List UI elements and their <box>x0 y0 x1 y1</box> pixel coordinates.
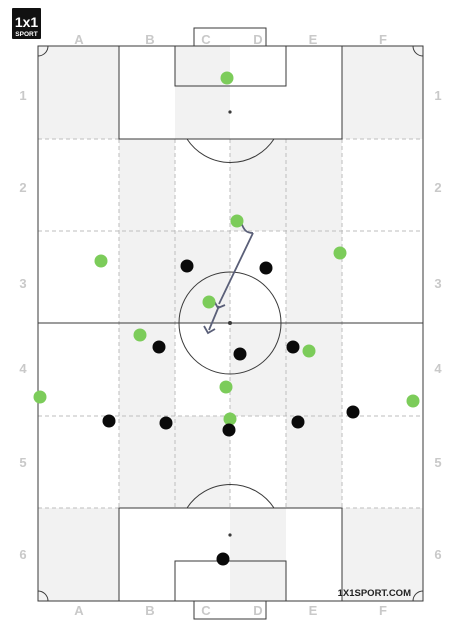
shaded-zone <box>230 508 286 601</box>
black-player-dot-icon <box>159 416 173 430</box>
row-label: 2 <box>434 180 441 195</box>
bottom-penalty-spot <box>228 533 232 537</box>
movement-arrow-icon <box>218 232 254 305</box>
row-label: 6 <box>434 547 441 562</box>
shaded-zone <box>119 139 175 231</box>
corner-arc <box>412 590 424 602</box>
row-label: 6 <box>19 547 26 562</box>
shaded-zone <box>119 416 175 508</box>
arrow-head-icon <box>203 325 216 335</box>
movement-arrow-icon <box>208 305 220 331</box>
corner-arc <box>37 590 49 602</box>
green-player-dot-icon <box>133 328 147 342</box>
row-label: 3 <box>19 276 26 291</box>
row-label: 1 <box>19 88 26 103</box>
black-player-dot-icon <box>180 259 194 273</box>
column-label: F <box>379 32 387 47</box>
center-circle <box>178 271 282 375</box>
column-label: E <box>309 32 318 47</box>
shaded-zone <box>38 46 119 139</box>
green-player-dot-icon <box>94 254 108 268</box>
shaded-zone <box>175 416 230 508</box>
shaded-zone <box>230 323 286 416</box>
bottom-goal <box>193 600 267 620</box>
column-label: A <box>74 32 84 47</box>
column-label: C <box>201 603 211 618</box>
logo-wordmark: SPORT <box>15 31 37 38</box>
row-label: 5 <box>19 455 26 470</box>
top-penalty-arc <box>186 138 275 164</box>
pitch-markings <box>37 27 424 620</box>
players-layer <box>33 71 420 566</box>
bottom-penalty-arc <box>186 483 275 509</box>
black-player-dot-icon <box>286 340 300 354</box>
green-player-dot-icon <box>333 246 347 260</box>
shaded-zone <box>342 508 423 601</box>
row-label: 2 <box>19 180 26 195</box>
green-player-dot-icon <box>302 344 316 358</box>
shaded-zone <box>175 231 230 323</box>
brand-url: 1X1SPORT.COM <box>338 588 411 599</box>
green-player-dot-icon <box>223 412 237 426</box>
brand-logo: 1x1 SPORT <box>12 8 41 39</box>
logo-badge <box>12 8 41 39</box>
green-player-dot-icon <box>33 390 47 404</box>
column-label: A <box>74 603 84 618</box>
black-player-dot-icon <box>152 340 166 354</box>
top-penalty-area <box>118 45 343 140</box>
green-player-dot-icon <box>220 71 234 85</box>
shaded-zone <box>38 508 119 601</box>
green-player-dot-icon <box>230 214 244 228</box>
column-label: B <box>145 603 154 618</box>
green-player-dot-icon <box>219 380 233 394</box>
column-labels-bottom: A B C D E F <box>74 603 387 618</box>
black-player-dot-icon <box>259 261 273 275</box>
row-labels-right: 1 2 3 4 5 6 <box>434 88 442 562</box>
center-spot <box>228 321 232 325</box>
shaded-zone <box>286 323 342 416</box>
corner-arc <box>412 45 424 57</box>
column-label: C <box>201 32 211 47</box>
pitch-shading <box>38 46 423 601</box>
black-player-dot-icon <box>233 347 247 361</box>
column-label: F <box>379 603 387 618</box>
shaded-zone <box>119 323 175 416</box>
column-label: E <box>309 603 318 618</box>
column-label: B <box>145 32 154 47</box>
black-player-dot-icon <box>216 552 230 566</box>
black-player-dot-icon <box>222 423 236 437</box>
row-label: 3 <box>434 276 441 291</box>
row-label: 5 <box>434 455 441 470</box>
column-label: D <box>253 32 262 47</box>
logo-mark: 1x1 <box>15 14 39 30</box>
green-player-dot-icon <box>406 394 420 408</box>
green-player-dot-icon <box>202 295 216 309</box>
shaded-zone <box>342 46 423 139</box>
row-labels-left: 1 2 3 4 5 6 <box>19 88 27 562</box>
shaded-zone <box>175 46 230 139</box>
black-player-dot-icon <box>102 414 116 428</box>
shaded-zone <box>119 231 175 323</box>
row-label: 1 <box>434 88 441 103</box>
column-labels-top: A B C D E F <box>74 32 387 47</box>
black-player-dot-icon <box>291 415 305 429</box>
column-label: D <box>253 603 262 618</box>
black-player-dot-icon <box>346 405 360 419</box>
shaded-zone <box>286 416 342 508</box>
top-goal <box>193 27 267 47</box>
row-label: 4 <box>434 361 442 376</box>
shaded-zone <box>286 231 342 323</box>
shaded-zone <box>286 139 342 231</box>
top-penalty-spot <box>228 110 232 114</box>
corner-arc <box>37 45 49 57</box>
row-label: 4 <box>19 361 27 376</box>
